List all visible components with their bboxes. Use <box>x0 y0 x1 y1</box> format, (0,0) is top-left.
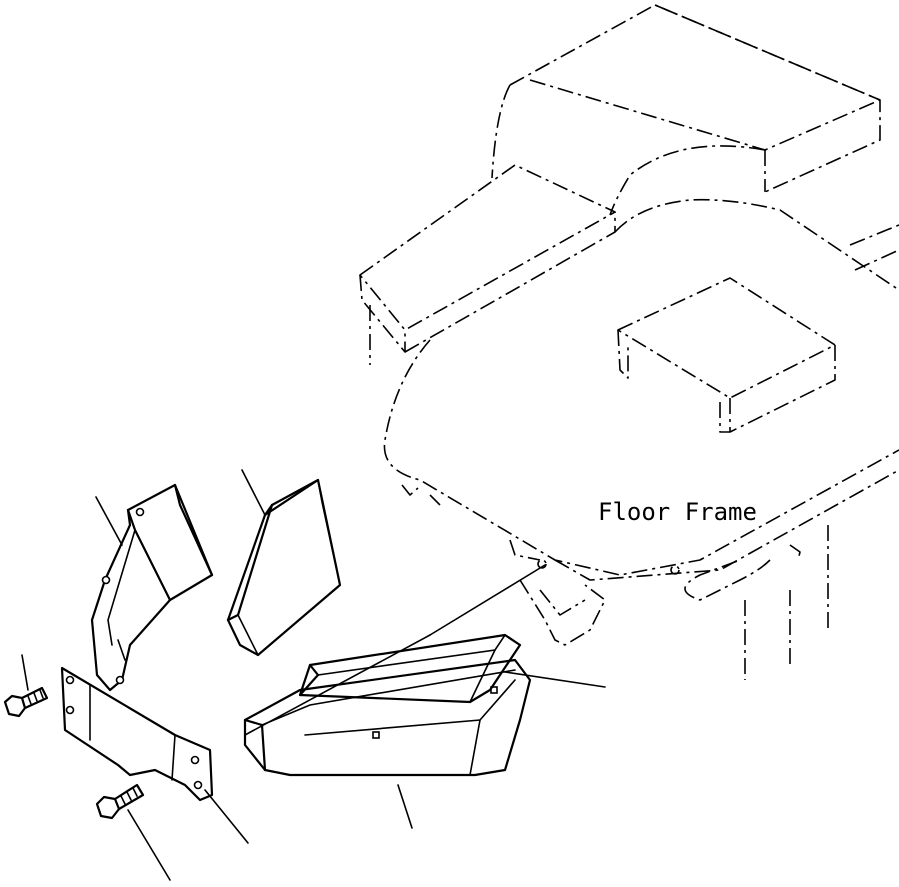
lower-long-cover <box>243 658 532 777</box>
bolt-upper <box>3 686 49 718</box>
upper-wedge-cover <box>298 633 522 704</box>
leader-lines <box>21 469 606 881</box>
bolt-lower <box>95 783 145 820</box>
floor-frame <box>359 4 899 680</box>
bottom-plate <box>60 666 214 802</box>
center-side-cover <box>226 478 342 657</box>
left-side-cover <box>90 483 214 692</box>
floor-frame-label: Floor Frame <box>598 498 757 526</box>
